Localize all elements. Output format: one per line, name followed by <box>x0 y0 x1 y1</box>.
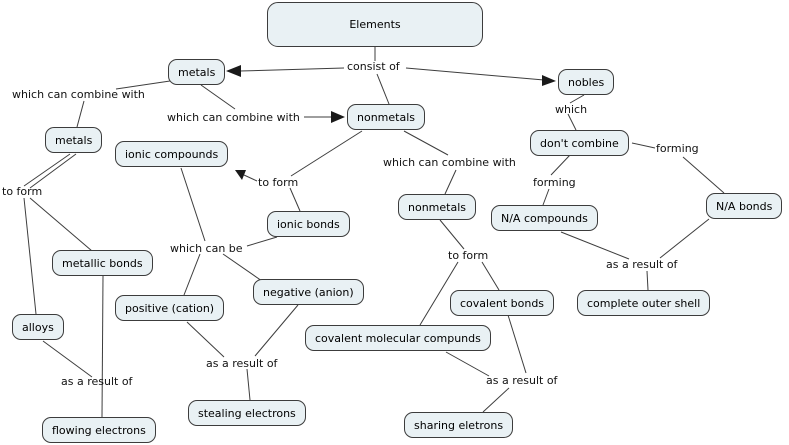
edge-line <box>239 67 345 72</box>
edge-line <box>560 231 630 260</box>
edge-line <box>482 387 510 413</box>
edge-line <box>186 321 225 358</box>
node-ionic-bonds[interactable]: ionic bonds <box>267 211 350 237</box>
edge-label-as-a-result-mid[interactable]: as a result of <box>206 357 278 370</box>
node-nobles[interactable]: nobles <box>558 69 615 95</box>
node-metals-top[interactable]: metals <box>168 59 226 85</box>
node-metallic-bonds[interactable]: metallic bonds <box>52 250 153 276</box>
edge-label-forming-right[interactable]: forming <box>656 142 699 155</box>
node-covalent-bonds[interactable]: covalent bonds <box>450 290 555 316</box>
edge-line <box>646 270 649 291</box>
edge-line <box>246 368 251 401</box>
edge-line <box>682 156 725 194</box>
edge-line <box>289 187 301 212</box>
edge-line <box>180 167 206 242</box>
edge-line <box>507 314 527 374</box>
edge-label-which[interactable]: which <box>555 103 588 116</box>
edge-line <box>376 73 390 105</box>
node-flowing-electrons[interactable]: flowing electrons <box>42 417 156 443</box>
edge-line <box>246 236 278 247</box>
node-ionic-compounds[interactable]: ionic compounds <box>115 141 229 167</box>
node-covalent-molecular-compunds[interactable]: covalent molecular compunds <box>305 325 491 351</box>
edge-line <box>101 275 104 418</box>
edge-label-which-can-combine-with-left[interactable]: which can combine with <box>12 88 145 101</box>
arrowhead-to-metals <box>226 65 241 77</box>
edge-line <box>222 253 263 282</box>
node-negative-anion[interactable]: negative (anion) <box>253 279 364 305</box>
edge-label-forming-below[interactable]: forming <box>533 176 576 189</box>
arrowhead-to-nobles <box>542 75 556 86</box>
edge-label-as-a-result-left[interactable]: as a result of <box>61 375 133 388</box>
edge-line <box>42 340 93 378</box>
edge-line <box>200 84 236 110</box>
edge-label-to-form-center[interactable]: to form <box>448 249 489 262</box>
edge-line <box>550 154 571 176</box>
node-stealing-electrons[interactable]: stealing electrons <box>188 400 306 426</box>
node-nonmetals-right[interactable]: nonmetals <box>398 194 476 220</box>
node-nonmetals-top[interactable]: nonmetals <box>347 104 425 130</box>
node-sharing-eletrons[interactable]: sharing eletrons <box>404 412 514 438</box>
edge-line <box>569 94 585 104</box>
edge-label-to-form-left[interactable]: to form <box>2 185 43 198</box>
edge-line <box>243 174 258 182</box>
node-na-compounds[interactable]: N/A compounds <box>491 205 598 231</box>
node-dont-combine[interactable]: don't combine <box>530 130 629 156</box>
edge-label-which-can-be[interactable]: which can be <box>170 242 243 255</box>
node-complete-outer-shell[interactable]: complete outer shell <box>577 290 711 316</box>
edge-line <box>403 130 449 156</box>
arrowhead-to-ionic-compounds <box>235 170 246 180</box>
edge-line <box>542 188 550 206</box>
edge-line <box>290 130 363 177</box>
edge-label-as-a-result-center[interactable]: as a result of <box>486 374 558 387</box>
edge-label-to-form-ionic[interactable]: to form <box>258 176 299 189</box>
edge-line <box>567 113 577 131</box>
edge-label-which-can-combine-with-center[interactable]: which can combine with <box>167 111 300 124</box>
edge-line <box>419 261 459 326</box>
node-positive-cation[interactable]: positive (cation) <box>115 295 225 321</box>
edge-line <box>76 100 85 128</box>
edge-line <box>439 219 465 250</box>
edge-line <box>23 197 37 315</box>
edge-line <box>115 80 171 90</box>
node-na-bonds[interactable]: N/A bonds <box>706 193 783 219</box>
edge-line <box>659 218 710 259</box>
edge-line <box>631 142 656 149</box>
arrowhead-to-nonmetals <box>331 111 345 123</box>
edge-line <box>29 153 77 189</box>
edge-label-consist-of[interactable]: consist of <box>347 60 400 73</box>
edge-line <box>444 169 457 195</box>
edge-line <box>254 304 299 357</box>
edge-line <box>29 197 93 252</box>
edge-line <box>405 67 545 81</box>
node-alloys[interactable]: alloys <box>12 314 64 340</box>
node-elements[interactable]: Elements <box>267 2 483 47</box>
edge-line <box>445 351 490 377</box>
edge-label-which-can-combine-with-right[interactable]: which can combine with <box>383 156 516 169</box>
node-metals-left[interactable]: metals <box>45 127 103 153</box>
edge-line <box>23 153 71 187</box>
edge-label-as-a-result-right[interactable]: as a result of <box>606 258 678 271</box>
edge-line <box>183 253 201 296</box>
edge-line <box>481 261 500 291</box>
